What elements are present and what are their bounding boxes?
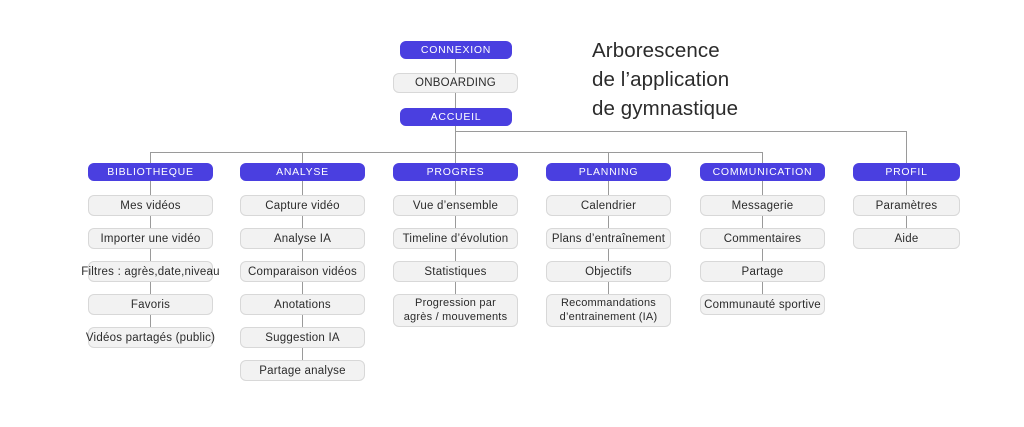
column-header-bibliotheque[interactable]: BIBLIOTHEQUE xyxy=(88,163,213,181)
column-header-communication[interactable]: COMMUNICATION xyxy=(700,163,825,181)
connector-bus-bibliotheque xyxy=(150,152,151,172)
node-partage[interactable]: Partage xyxy=(700,261,825,282)
node-accueil[interactable]: ACCUEIL xyxy=(400,108,512,126)
node-messagerie[interactable]: Messagerie xyxy=(700,195,825,216)
connector-bus-profil xyxy=(906,131,907,172)
node-capture-video[interactable]: Capture vidéo xyxy=(240,195,365,216)
connector-bus-analyse xyxy=(302,152,303,172)
connector-profil-1 xyxy=(906,181,907,195)
node-partage-analyse[interactable]: Partage analyse xyxy=(240,360,365,381)
connector-analyse-3 xyxy=(302,249,303,261)
connector-analyse-5 xyxy=(302,315,303,327)
diagram-title: Arborescence de l’application de gymnast… xyxy=(592,36,852,123)
node-calendrier[interactable]: Calendrier xyxy=(546,195,671,216)
connector-communication-1 xyxy=(762,181,763,195)
connector-accueil-trunk xyxy=(455,126,456,172)
node-comparaison-videos[interactable]: Comparaison vidéos xyxy=(240,261,365,282)
node-anotations[interactable]: Anotations xyxy=(240,294,365,315)
diagram-title-line-1: Arborescence xyxy=(592,39,720,62)
connector-bibliotheque-4 xyxy=(150,282,151,294)
node-analyse-ia[interactable]: Analyse IA xyxy=(240,228,365,249)
connector-planning-4 xyxy=(608,282,609,294)
connector-communication-2 xyxy=(762,216,763,228)
node-timeline-devolution[interactable]: Timeline d’évolution xyxy=(393,228,518,249)
connector-progres-4 xyxy=(455,282,456,294)
node-parametres[interactable]: Paramètres xyxy=(853,195,960,216)
column-header-planning[interactable]: PLANNING xyxy=(546,163,671,181)
node-objectifs[interactable]: Objectifs xyxy=(546,261,671,282)
diagram-title-line-3: de gymnastique xyxy=(592,97,739,121)
node-favoris[interactable]: Favoris xyxy=(88,294,213,315)
connector-connexion-onboarding xyxy=(455,59,456,73)
node-connexion[interactable]: CONNEXION xyxy=(400,41,512,59)
connector-bibliotheque-2 xyxy=(150,216,151,228)
node-importer-une-video[interactable]: Importer une vidéo xyxy=(88,228,213,249)
connector-analyse-4 xyxy=(302,282,303,294)
connector-progres-1 xyxy=(455,181,456,195)
node-suggestion-ia[interactable]: Suggestion IA xyxy=(240,327,365,348)
bus-line-upper xyxy=(455,131,907,132)
connector-bibliotheque-3 xyxy=(150,249,151,261)
column-header-profil[interactable]: PROFIL xyxy=(853,163,960,181)
connector-planning-1 xyxy=(608,181,609,195)
node-mes-videos[interactable]: Mes vidéos xyxy=(88,195,213,216)
node-commentaires[interactable]: Commentaires xyxy=(700,228,825,249)
connector-planning-3 xyxy=(608,249,609,261)
node-videos-partages[interactable]: Vidéos partagés (public) xyxy=(86,327,215,348)
connector-analyse-2 xyxy=(302,216,303,228)
column-header-analyse[interactable]: ANALYSE xyxy=(240,163,365,181)
node-communaute-sportive[interactable]: Communauté sportive xyxy=(700,294,825,315)
connector-onboarding-accueil xyxy=(455,93,456,108)
column-header-progres[interactable]: PROGRES xyxy=(393,163,518,181)
node-plans-dentrainement[interactable]: Plans d’entraînement xyxy=(546,228,671,249)
connector-bibliotheque-1 xyxy=(150,181,151,195)
connector-communication-4 xyxy=(762,282,763,294)
connector-analyse-1 xyxy=(302,181,303,195)
connector-progres-2 xyxy=(455,216,456,228)
connector-planning-2 xyxy=(608,216,609,228)
node-filtres[interactable]: Filtres : agrès,date,niveau xyxy=(81,261,220,282)
connector-bus-communication xyxy=(762,152,763,172)
node-statistiques[interactable]: Statistiques xyxy=(393,261,518,282)
diagram-title-line-2: de l’application xyxy=(592,68,730,92)
connector-bibliotheque-5 xyxy=(150,315,151,327)
bus-line-lower xyxy=(150,152,762,153)
connector-analyse-6 xyxy=(302,348,303,360)
connector-communication-3 xyxy=(762,249,763,261)
connector-bus-planning xyxy=(608,152,609,172)
node-onboarding[interactable]: ONBOARDING xyxy=(393,73,518,93)
node-vue-densemble[interactable]: Vue d’ensemble xyxy=(393,195,518,216)
connector-profil-2 xyxy=(906,216,907,228)
connector-progres-3 xyxy=(455,249,456,261)
node-aide[interactable]: Aide xyxy=(853,228,960,249)
